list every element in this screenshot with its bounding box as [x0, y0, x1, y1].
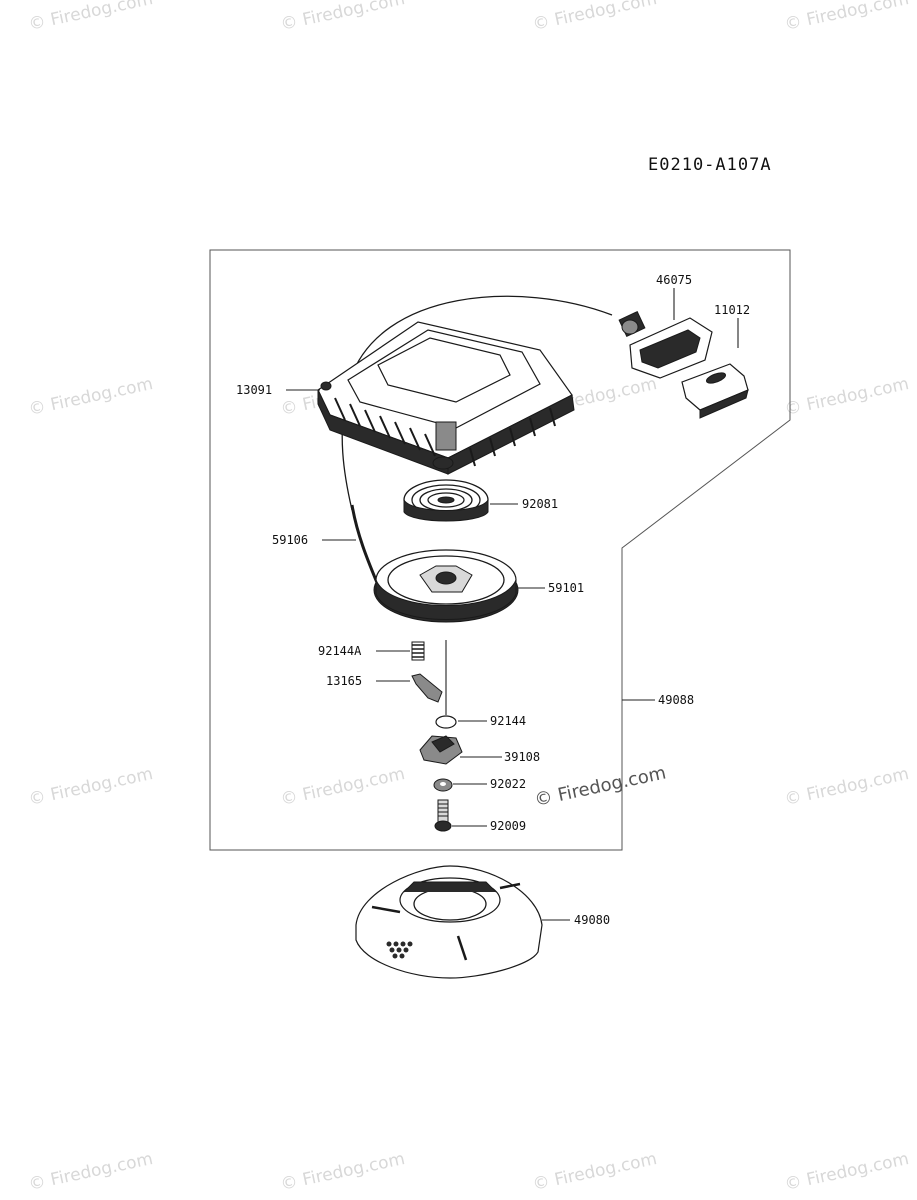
starter-handle	[618, 310, 713, 379]
part-label-49088: 49088	[658, 693, 694, 707]
watermark: © Firedog.com	[27, 374, 155, 420]
part-label-59106: 59106	[272, 533, 308, 547]
part-label-92022: 92022	[490, 777, 526, 791]
part-label-92009: 92009	[490, 819, 526, 833]
ratchet-spring	[411, 641, 425, 661]
starter-cup	[355, 865, 543, 979]
handle-grip	[681, 363, 749, 419]
watermark: © Firedog.com	[279, 0, 407, 35]
watermark: © Firedog.com	[531, 0, 659, 35]
washer-92144	[435, 715, 457, 729]
watermark: © Firedog.com	[27, 764, 155, 810]
watermark: © Firedog.com	[531, 1149, 659, 1195]
ratchet-pawl	[411, 673, 443, 703]
part-label-92144A: 92144A	[318, 644, 362, 658]
starter-rope	[341, 295, 613, 511]
watermark: © Firedog.com	[783, 764, 911, 810]
recoil-housing	[317, 321, 575, 475]
watermark: © Firedog.com	[783, 1149, 911, 1195]
watermark: © Firedog.com	[279, 1149, 407, 1195]
assembly-frame	[209, 249, 791, 851]
rope-pulley	[373, 549, 519, 623]
part-label-13165: 13165	[326, 674, 362, 688]
leader-lines	[286, 288, 739, 921]
watermark: © Firedog.com	[783, 0, 911, 35]
washer-92022-hole	[440, 782, 446, 786]
watermark: © Firedog.com	[27, 1149, 155, 1195]
watermark-center: © Firedog.com	[533, 763, 668, 811]
watermark: © Firedog.com	[27, 0, 155, 35]
part-label-13091: 13091	[236, 383, 272, 397]
friction-plate	[419, 735, 463, 765]
watermark: © Firedog.com	[279, 764, 407, 810]
part-label-59101: 59101	[548, 581, 584, 595]
part-label-46075: 46075	[656, 273, 692, 287]
recoil-spring	[403, 479, 489, 522]
diagram-code: E0210-A107A	[648, 155, 772, 175]
watermark: © Firedog.com	[783, 374, 911, 420]
bolt-92009	[434, 799, 452, 832]
part-label-11012: 11012	[714, 303, 750, 317]
part-label-92081: 92081	[522, 497, 558, 511]
part-label-49080: 49080	[574, 913, 610, 927]
part-label-92144: 92144	[490, 714, 526, 728]
part-label-39108: 39108	[504, 750, 540, 764]
